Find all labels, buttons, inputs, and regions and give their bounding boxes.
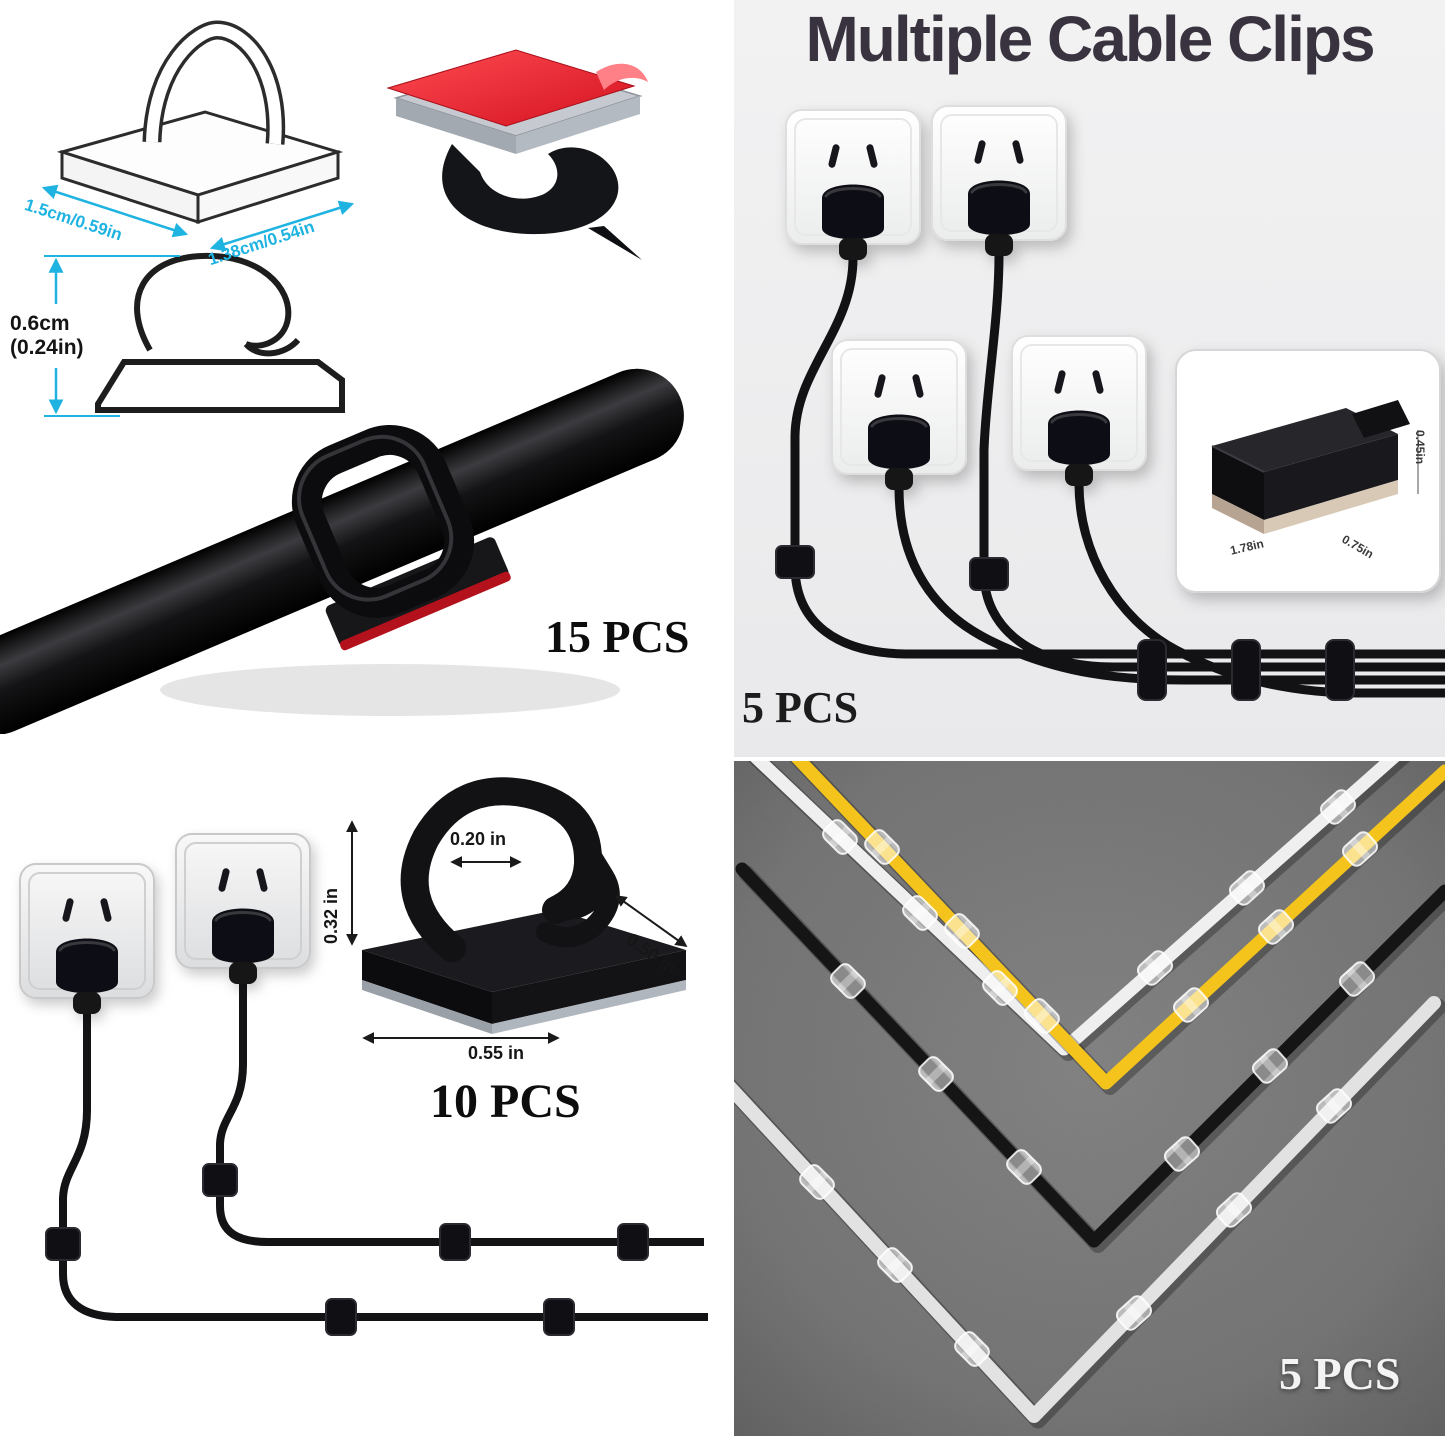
outlet-with-plug (784, 108, 922, 262)
dim-hook-gap-label: 0.20 in (450, 829, 507, 849)
panel-adhesive-clip-detail: 1.5cm/0.59in 1.38cm/0.54in 0.6cm (0.24in… (0, 0, 730, 734)
hook-clip-diagram (346, 777, 688, 1044)
dim-height-value: 0.6cm (10, 312, 70, 335)
dim-height-label: 0.32 in (321, 887, 341, 944)
piece-count-15: 15 PCS (545, 611, 690, 662)
dim-height-label: 0.6cm (0.24in) (10, 312, 84, 360)
outlet-with-plug (1010, 334, 1148, 488)
clip-dimension-inset (1175, 349, 1441, 593)
clip-wireframe-drawing (41, 20, 355, 252)
outlet-with-plug (830, 338, 968, 492)
panel-clear-clips-photo: 5 PCS (734, 761, 1445, 1436)
top-right-graphics (775, 104, 1445, 701)
page-title: Multiple Cable Clips (805, 3, 1375, 75)
wall-cable-clips (775, 545, 1355, 701)
cable-with-clip-photo (0, 368, 684, 734)
adhesive-pad-clip-drawing (386, 49, 648, 260)
piece-count-10: 10 PCS (430, 1075, 581, 1128)
piece-count-5-top: 5 PCS (742, 683, 859, 732)
outlet-with-plug (174, 832, 312, 986)
inset-dim-height-label: 0.45in (1413, 430, 1427, 465)
dim-width-label: 0.55 in (468, 1043, 525, 1063)
outlet-cables (59, 982, 708, 1321)
clip-side-profile-drawing (44, 252, 345, 417)
piece-count-5-bottom: 5 PCS (1279, 1348, 1401, 1399)
outlet-with-plug (930, 104, 1068, 258)
top-left-graphics (0, 20, 684, 734)
panel-hook-clip-diagram: 0.20 in 0.32 in 0.50 in 0.55 in 10 PCS (0, 738, 730, 1436)
bottom-left-graphics (18, 777, 708, 1336)
panel-outlet-wall-scene: Multiple Cable Clips 1.78in 0.75in 0.45i… (734, 0, 1445, 757)
bottom-right-graphics (734, 761, 1445, 1436)
wall-cable-clips (45, 1163, 649, 1336)
outlet-cables (790, 253, 1445, 698)
dim-height-alt: (0.24in) (10, 336, 84, 360)
outlet-with-plug (18, 862, 156, 1016)
